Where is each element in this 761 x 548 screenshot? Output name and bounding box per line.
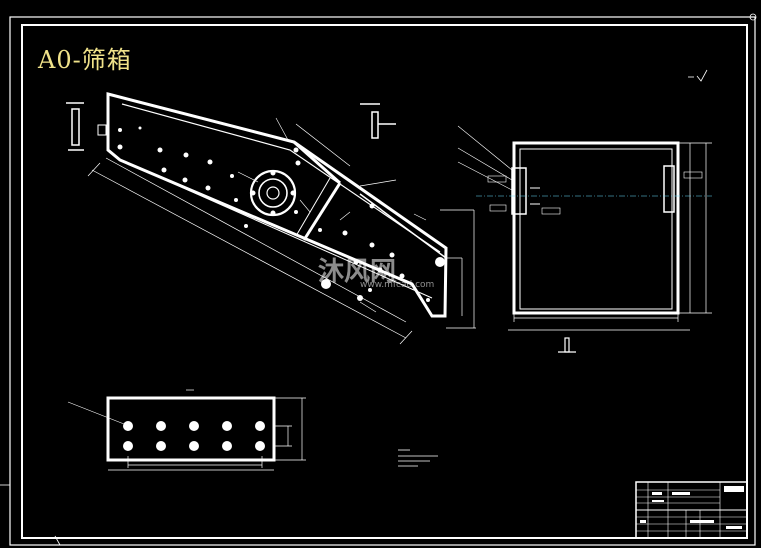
roughness-symbol xyxy=(688,69,708,82)
title-block xyxy=(635,481,748,539)
plate-holes xyxy=(123,421,265,451)
exciter-housing xyxy=(249,169,297,217)
detail-part-top xyxy=(360,103,396,139)
technical-notes xyxy=(398,449,438,467)
plate-view xyxy=(67,389,306,471)
drawing-title: A0-筛箱 xyxy=(38,46,132,74)
watermark-url: www.mfcad.com xyxy=(360,280,435,290)
detail-part-vertical xyxy=(558,337,576,353)
screen-box-end-view xyxy=(508,141,712,331)
inner-frame xyxy=(21,24,748,539)
outer-frame xyxy=(9,16,756,546)
screen-box-side-view xyxy=(87,92,476,345)
end-view-callouts xyxy=(457,125,703,215)
corner-mark xyxy=(749,13,757,21)
leader-lines-side xyxy=(237,117,427,313)
detail-part-left xyxy=(66,102,107,151)
side-plate-holes xyxy=(117,126,445,302)
